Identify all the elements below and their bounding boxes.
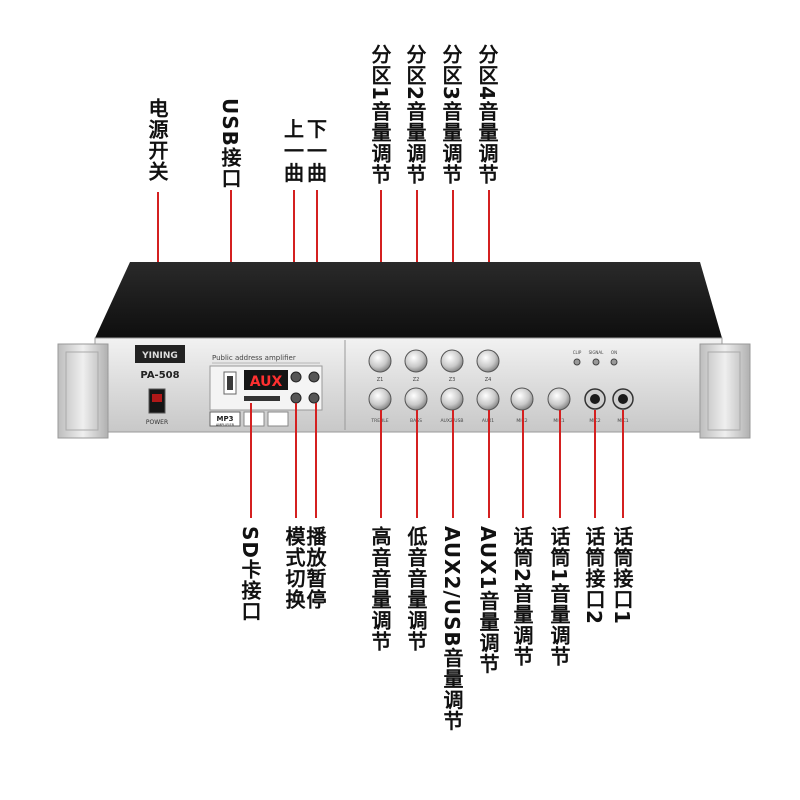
treble-knob bbox=[368, 387, 392, 411]
leader-play-pause bbox=[315, 403, 317, 518]
label-bass: 低音音量调节 bbox=[404, 526, 428, 652]
leader-mic1-jack bbox=[622, 410, 624, 518]
label-aux1: AUX1音量调节 bbox=[476, 526, 500, 675]
leader-mode-switch bbox=[295, 403, 297, 518]
label-power-switch: 电源开关 bbox=[145, 98, 169, 182]
zone2-knob bbox=[404, 349, 428, 373]
leader-aux2-usb bbox=[452, 410, 454, 518]
treble-tag: TREBLE bbox=[370, 418, 388, 424]
zone4-knob bbox=[476, 349, 500, 373]
volume-knobs bbox=[368, 387, 571, 411]
panel-title: Public address amplifier bbox=[212, 354, 296, 362]
label-mic1-vol: 话筒1音量调节 bbox=[547, 526, 571, 667]
label-usb-port: USB接口 bbox=[218, 98, 242, 189]
label-zone2: 分区2音量调节 bbox=[403, 44, 427, 185]
label-play-pause: 播放暂停 bbox=[303, 526, 327, 610]
mic1-knob bbox=[547, 387, 571, 411]
label-mode-switch: 模式切换 bbox=[282, 526, 306, 610]
model-text: PA-508 bbox=[140, 370, 179, 381]
label-prev-track: 上一曲 bbox=[284, 117, 304, 185]
leader-treble bbox=[380, 410, 382, 518]
chassis-top bbox=[95, 262, 722, 338]
mp3-sub: AMPLIFIER bbox=[216, 423, 235, 427]
sd-slot bbox=[244, 396, 280, 401]
mode-button bbox=[290, 392, 302, 404]
indicator-signal: SIGNAL bbox=[589, 350, 605, 355]
zone2-tag: Z2 bbox=[413, 377, 420, 383]
bass-knob bbox=[404, 387, 428, 411]
aux2-usb-knob bbox=[440, 387, 464, 411]
zone1-tag: Z1 bbox=[377, 377, 384, 383]
leader-mic2-vol bbox=[522, 410, 524, 518]
zone4-tag: Z4 bbox=[485, 377, 492, 383]
next-track-button bbox=[308, 371, 320, 383]
display-text: AUX bbox=[250, 374, 283, 390]
mp3-label: MP3 bbox=[217, 415, 234, 423]
label-zone3: 分区3音量调节 bbox=[439, 44, 463, 185]
label-sd-card: SD卡接口 bbox=[238, 526, 262, 623]
brand-text: YINING bbox=[141, 351, 178, 361]
aux1-knob bbox=[476, 387, 500, 411]
mic2-knob bbox=[510, 387, 534, 411]
label-mic1-jack: 话筒接口1 bbox=[610, 526, 634, 625]
label-next-track: 下一曲 bbox=[307, 117, 327, 185]
leader-mic1-vol bbox=[559, 410, 561, 518]
leader-mic2-jack bbox=[594, 410, 596, 518]
label-aux2-usb: AUX2/USB音量调节 bbox=[440, 526, 464, 732]
prev-track-button bbox=[290, 371, 302, 383]
label-mic2-jack: 话筒接口2 bbox=[582, 526, 606, 625]
leader-aux1 bbox=[488, 410, 490, 518]
label-mic2-vol: 话筒2音量调节 bbox=[510, 526, 534, 667]
led-display bbox=[244, 370, 288, 390]
brand-badge bbox=[135, 345, 185, 363]
leader-sd-card bbox=[250, 403, 252, 518]
zone3-tag: Z3 bbox=[449, 377, 456, 383]
zone-knobs bbox=[368, 349, 500, 373]
zone3-knob bbox=[440, 349, 464, 373]
label-zone4: 分区4音量调节 bbox=[475, 44, 499, 185]
zone1-knob bbox=[368, 349, 392, 373]
indicator-on: ON bbox=[611, 350, 617, 355]
indicator-clip: CLIP bbox=[573, 350, 582, 355]
label-zone1: 分区1音量调节 bbox=[368, 44, 392, 185]
power-label: POWER bbox=[146, 419, 168, 426]
play-pause-button bbox=[308, 392, 320, 404]
label-treble: 高音音量调节 bbox=[368, 526, 392, 652]
leader-bass bbox=[416, 410, 418, 518]
front-panel bbox=[94, 337, 723, 433]
